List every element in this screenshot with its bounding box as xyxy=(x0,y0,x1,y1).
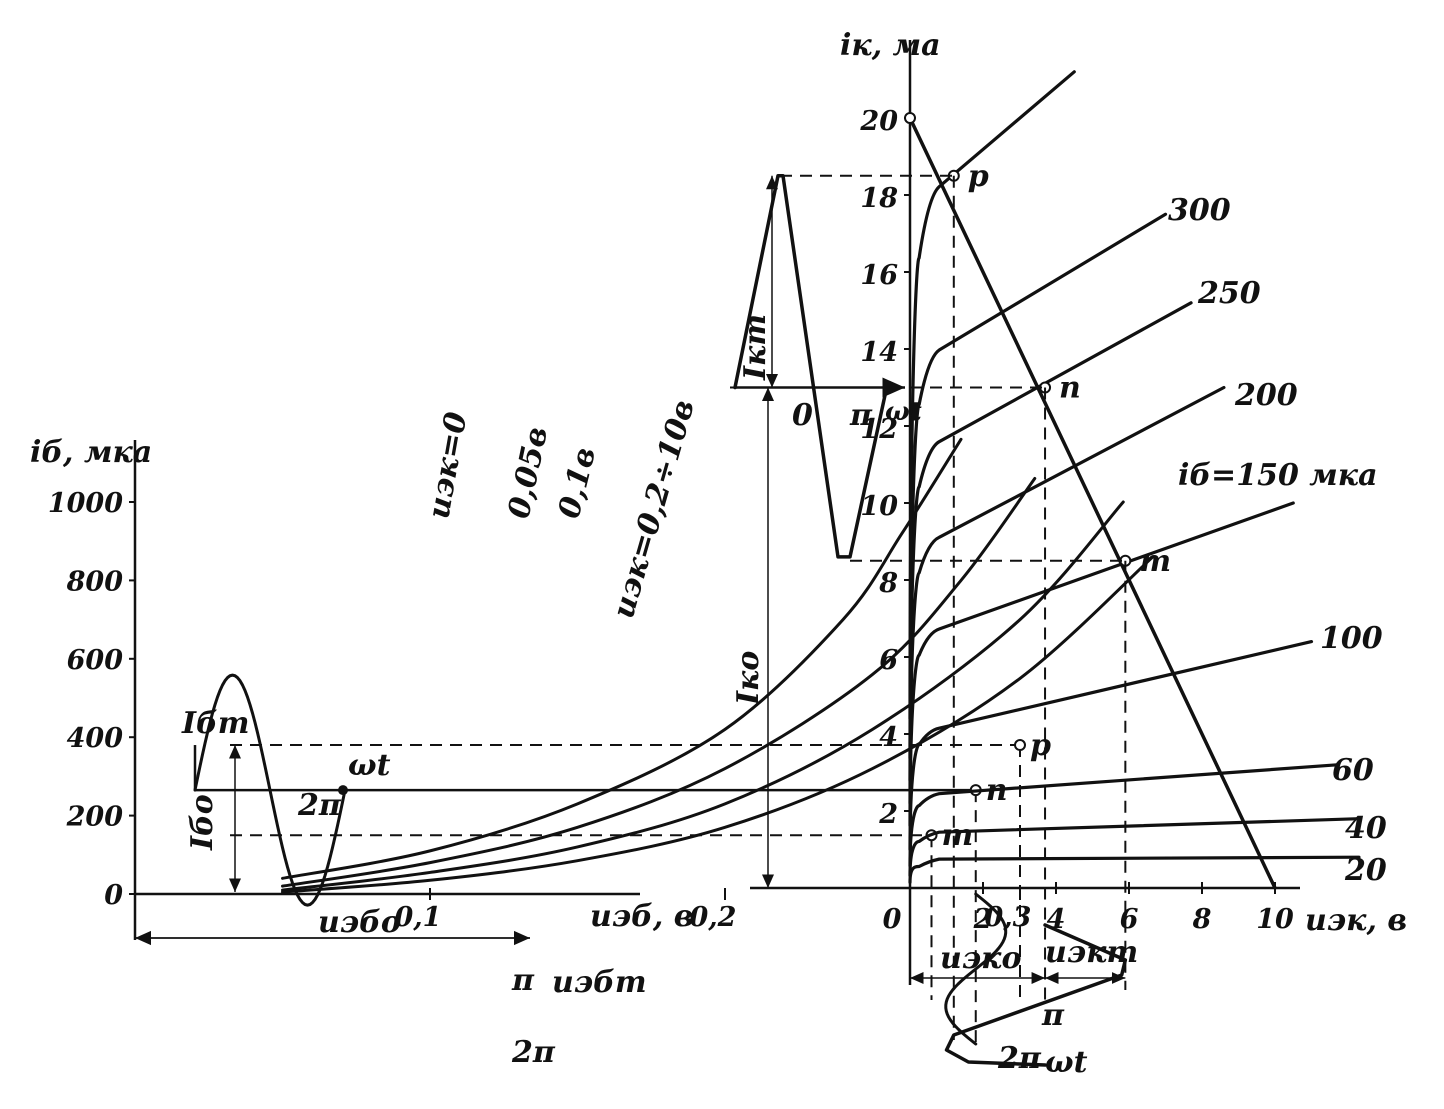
series-label: uэк=0,2÷10в xyxy=(606,396,702,622)
series-label: 0,1в xyxy=(552,444,603,522)
point-label: п xyxy=(1059,371,1081,406)
annotation: 0 xyxy=(792,398,813,433)
point-label: p xyxy=(1030,728,1051,763)
series-label: 60 xyxy=(1332,753,1374,788)
x-tick-label: 0,2 xyxy=(690,902,737,933)
point-label: p xyxy=(968,159,989,194)
output-curve-40 xyxy=(908,817,1361,878)
y-axis-label: iк, ма xyxy=(840,28,941,63)
y-tick-label: 16 xyxy=(860,260,898,291)
output-curve-20 xyxy=(908,855,1361,884)
operating-point-p xyxy=(1014,739,1026,752)
input-curve-1 xyxy=(281,476,1037,888)
annotation: uэбо xyxy=(318,905,401,940)
annotation: Iбт xyxy=(181,706,249,741)
load-line-top xyxy=(904,112,916,124)
y-tick-label: 1000 xyxy=(48,488,123,519)
y-tick-label: 4 xyxy=(879,722,898,753)
annotation: ωt xyxy=(885,397,922,427)
annotation: Iко xyxy=(731,651,766,706)
annotation: 2π xyxy=(297,788,342,823)
annotation: ωt xyxy=(1045,1045,1088,1080)
input-curve-0 xyxy=(281,437,963,880)
annotation: π xyxy=(511,963,535,998)
y-tick-label: 8 xyxy=(878,568,898,599)
y-tick-label: 14 xyxy=(860,337,898,368)
output-curve-60 xyxy=(908,763,1339,868)
output-curve-top xyxy=(908,70,1076,721)
x-axis-label: uэк, в xyxy=(1305,903,1407,938)
y-axis-label: iб, мка xyxy=(30,435,152,470)
annotation: Iбо xyxy=(185,794,220,851)
series-label: 100 xyxy=(1320,621,1383,656)
series-label: 250 xyxy=(1197,276,1261,311)
annotation: uэко xyxy=(940,941,1021,976)
x-tick-label: 6 xyxy=(1120,904,1139,935)
y-tick-label: 200 xyxy=(66,802,124,833)
series-label: 40 xyxy=(1345,811,1387,846)
x-tick-label: 0,1 xyxy=(395,902,442,933)
y-tick-label: 6 xyxy=(879,645,898,676)
annotation: 2π xyxy=(997,1041,1042,1076)
series-label: 20 xyxy=(1344,853,1387,888)
input-curve-3 xyxy=(281,555,1155,894)
y-tick-label: 2 xyxy=(878,799,898,830)
y-tick-label: 400 xyxy=(67,723,124,754)
annotation: uэкт xyxy=(1045,935,1138,970)
annotation: Iкт xyxy=(738,314,773,381)
x-axis-label: uэб, в xyxy=(590,899,693,934)
wt-dot xyxy=(338,785,348,796)
series-label: iб=150 мка xyxy=(1178,458,1378,493)
x-tick-label: 0 xyxy=(883,904,902,935)
y-tick-label: 800 xyxy=(66,566,124,597)
point-label: т xyxy=(1139,544,1171,579)
annotation: 2π xyxy=(511,1035,556,1070)
input-sine xyxy=(193,673,347,907)
input-curve-2 xyxy=(281,500,1125,892)
y-tick-label: 18 xyxy=(860,183,898,214)
load-line xyxy=(908,116,1277,890)
y-tick-label: 20 xyxy=(859,106,898,137)
series-label: 200 xyxy=(1234,378,1298,413)
y-tick-label: 0 xyxy=(104,880,123,911)
annotation: π xyxy=(849,398,873,433)
series-label: uэк=0 xyxy=(421,409,474,521)
annotation: π xyxy=(1041,998,1065,1033)
voltage-sine xyxy=(944,892,1008,1046)
y-tick-label: 10 xyxy=(860,491,898,522)
voltage-waveform xyxy=(944,923,1128,1067)
x-tick-label: 8 xyxy=(1192,904,1212,935)
y-tick-label: 600 xyxy=(67,645,124,676)
series-label: 0,05в xyxy=(502,424,556,522)
series-label: 300 xyxy=(1168,193,1231,228)
annotation: ωt xyxy=(348,748,391,783)
x-tick-label: 2 xyxy=(973,904,993,935)
point-label: т xyxy=(942,818,974,853)
annotation: uэбт xyxy=(552,965,647,1000)
output-curve-250 xyxy=(908,301,1193,782)
x-tick-label: 10 xyxy=(1256,904,1294,935)
